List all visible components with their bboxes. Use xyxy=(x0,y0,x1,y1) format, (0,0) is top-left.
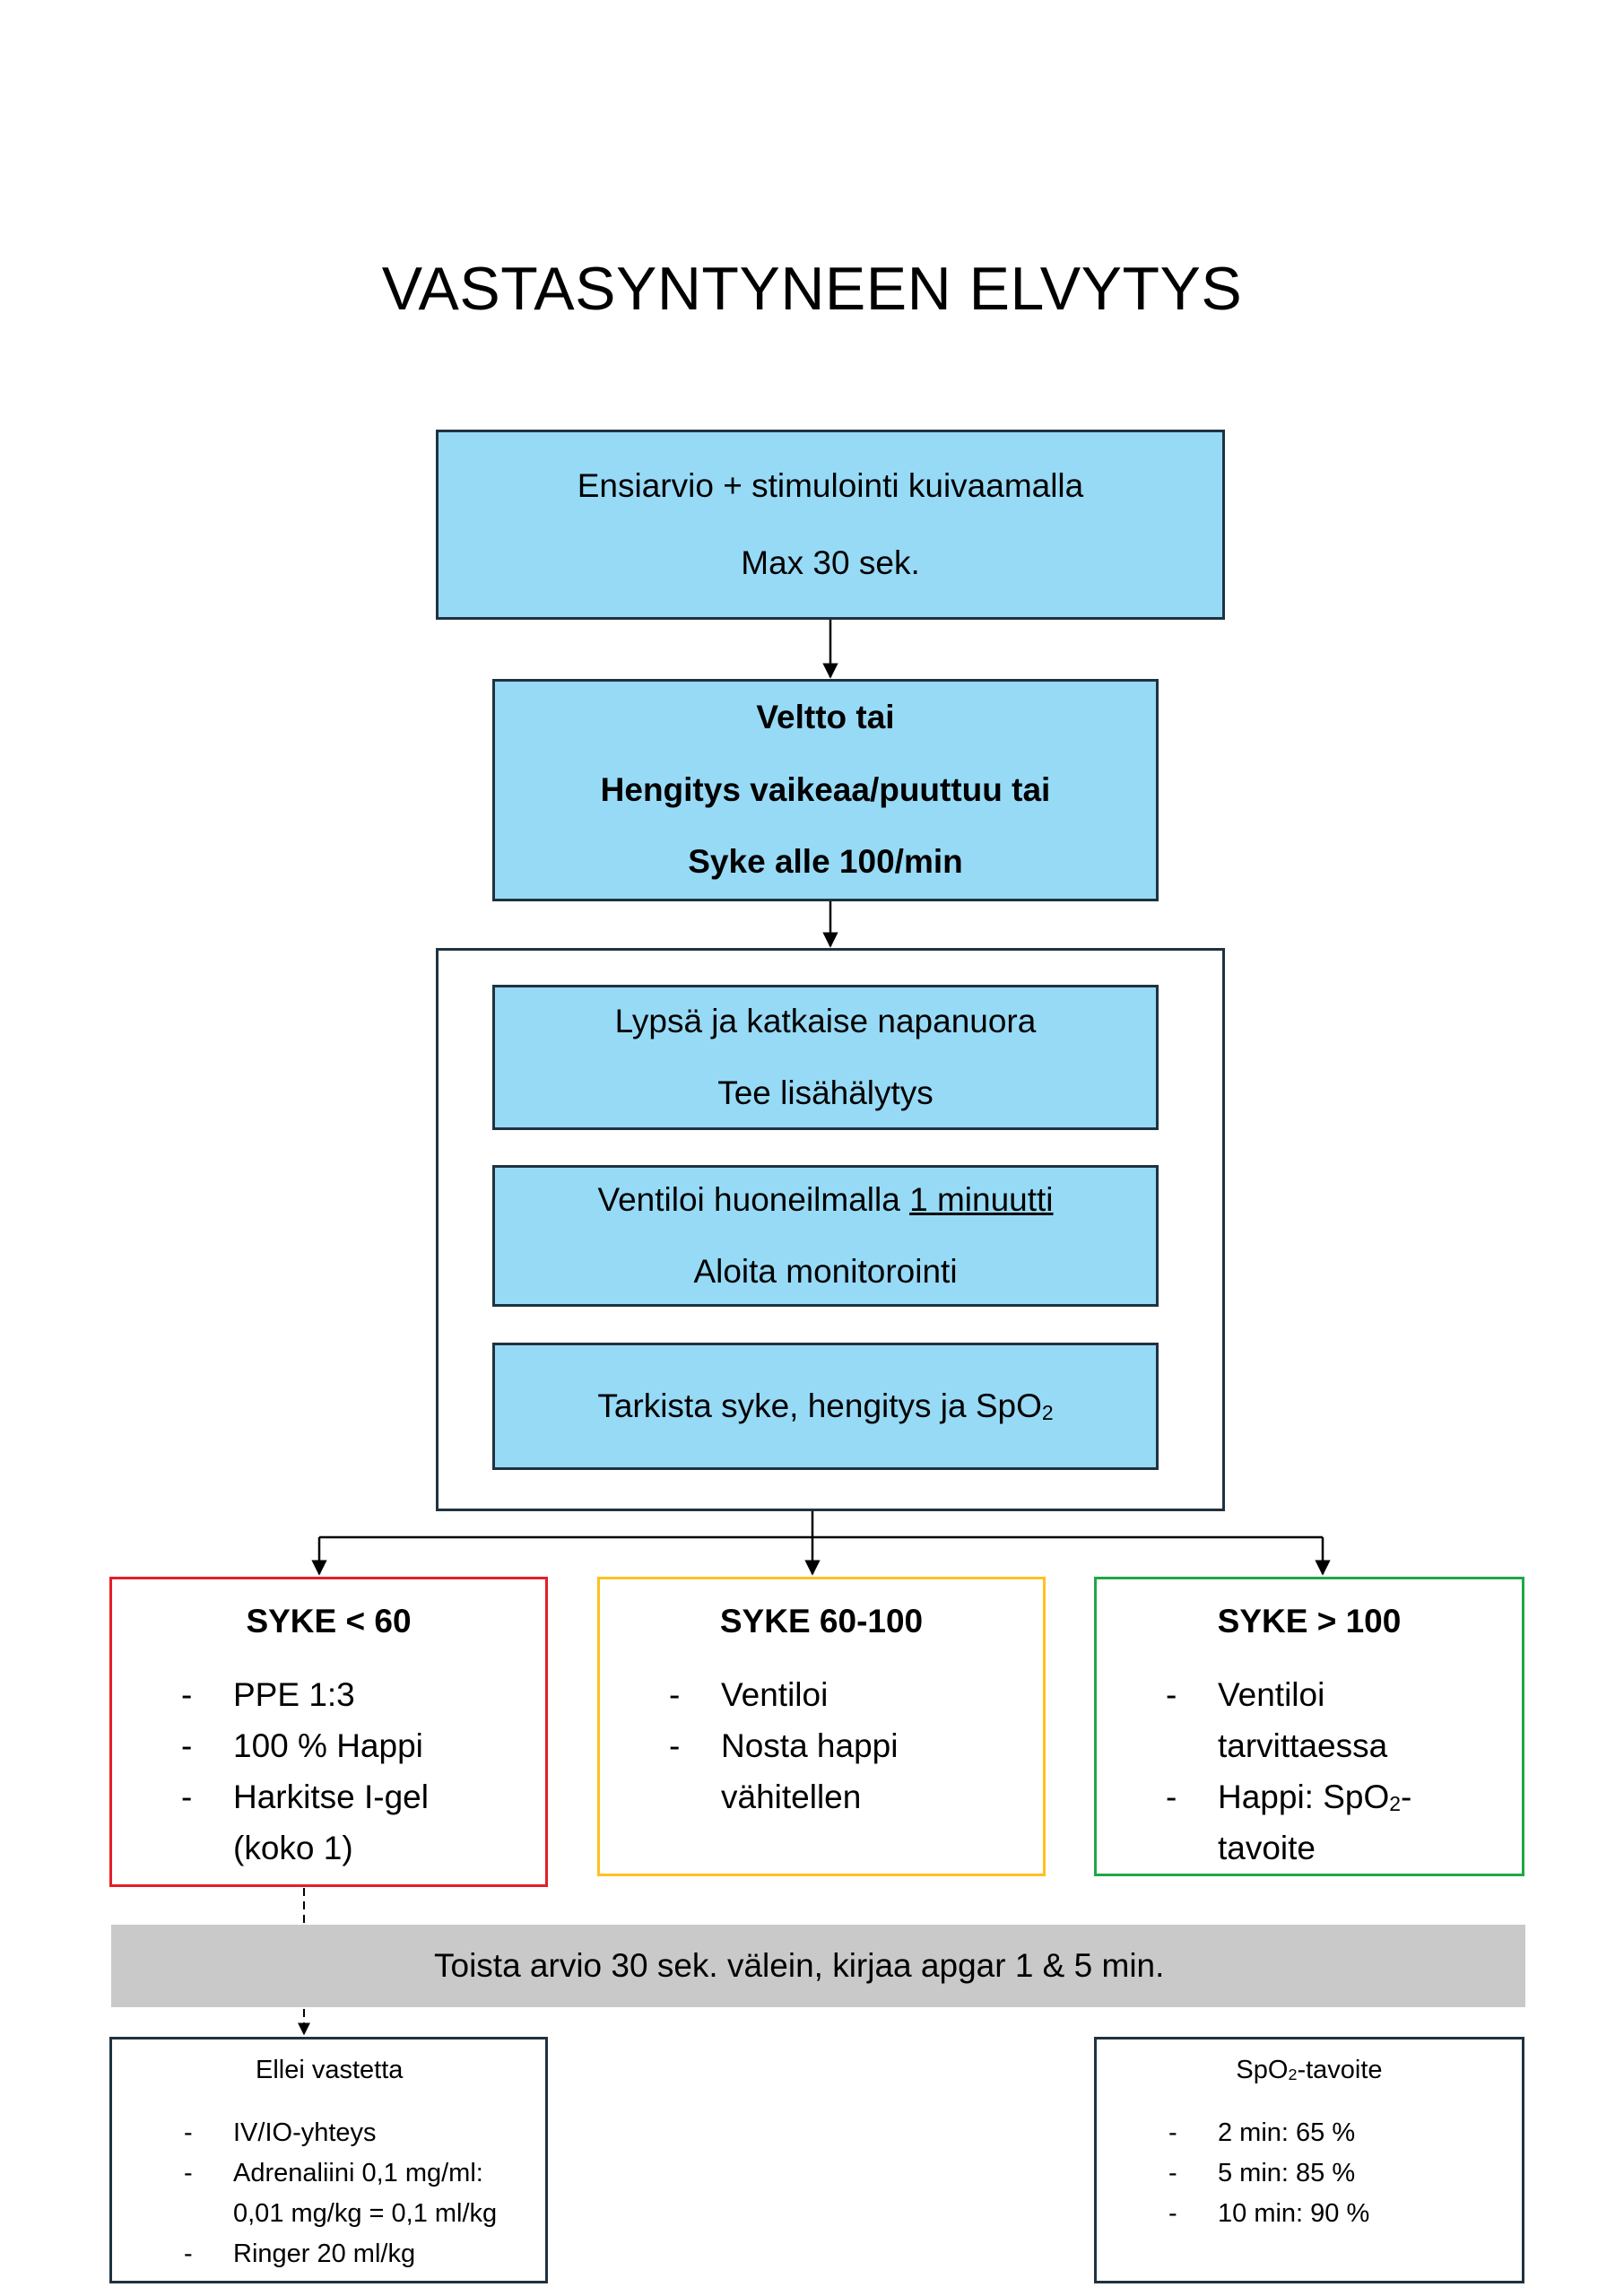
hr-high-oxygen-subscript: 2 xyxy=(1389,1791,1402,1815)
action-check: Tarkista syke, hengitys ja SpO2 xyxy=(492,1343,1159,1470)
action-ventilate-line2: Aloita monitorointi xyxy=(693,1253,958,1290)
repeat-assessment-bar: Toista arvio 30 sek. välein, kirjaa apga… xyxy=(111,1925,1525,2007)
action-cord: Lypsä ja katkaise napanuora Tee lisähäly… xyxy=(492,985,1159,1130)
hr-high-box: SYKE > 100 Ventiloi tarvittaessa - Happi… xyxy=(1094,1577,1524,1876)
hr-high-continuation: tarvittaessa xyxy=(1218,1727,1388,1764)
no-response-continuation: 0,01 mg/kg = 0,1 ml/kg xyxy=(233,2199,498,2228)
actions-frame xyxy=(436,948,1225,1511)
list-dash: - xyxy=(1166,1779,1177,1815)
no-response-list: IV/IO-yhteys Adrenaliini 0,1 mg/ml: xyxy=(112,2113,545,2194)
step-initial-line2: Max 30 sek. xyxy=(741,544,920,581)
spo2-target-heading: SpO2-tavoite xyxy=(1097,2056,1522,2085)
action-ventilate-text: Ventiloi huoneilmalla xyxy=(597,1180,910,1218)
no-response-box: Ellei vastetta IV/IO-yhteys Adrenaliini … xyxy=(109,2037,548,2283)
page-title: VASTASYNTYNEEN ELVYTYS xyxy=(381,255,1243,323)
hr-low-box: SYKE < 60 PPE 1:3 100 % Happi Harkitse I… xyxy=(109,1577,548,1887)
action-cord-line1: Lypsä ja katkaise napanuora xyxy=(614,1002,1037,1039)
hr-mid-heading: SYKE 60-100 xyxy=(719,1603,924,1639)
hr-high-heading: SYKE > 100 xyxy=(1217,1603,1402,1639)
spo2-target-list: 2 min: 65 % 5 min: 85 % 10 min: 90 % xyxy=(1097,2113,1522,2234)
list-item: Nosta happi xyxy=(600,1720,1043,1771)
spo2-heading-subscript: 2 xyxy=(1288,2066,1298,2084)
hr-high-oxygen-text: Happi: SpO2- xyxy=(1218,1771,1411,1830)
hr-mid-box: SYKE 60-100 Ventiloi Nosta happi vähitel… xyxy=(597,1577,1046,1876)
step-initial-assessment: Ensiarvio + stimulointi kuivaamalla Max … xyxy=(436,430,1225,620)
list-item: Ventiloi xyxy=(600,1669,1043,1720)
step-criteria-line2: Hengitys vaikeaa/puuttuu tai xyxy=(600,770,1051,808)
step-initial-line1: Ensiarvio + stimulointi kuivaamalla xyxy=(577,466,1084,504)
no-response-list-2: Ringer 20 ml/kg xyxy=(112,2234,545,2274)
hr-mid-list: Ventiloi Nosta happi xyxy=(600,1669,1043,1771)
action-ventilate: Ventiloi huoneilmalla 1 minuutti Aloita … xyxy=(492,1165,1159,1307)
action-ventilate-line1: Ventiloi huoneilmalla 1 minuutti xyxy=(597,1180,1053,1220)
list-item: 100 % Happi xyxy=(112,1720,545,1771)
list-item: PPE 1:3 xyxy=(112,1669,545,1720)
hr-high-list: Ventiloi xyxy=(1097,1669,1522,1720)
list-item: 10 min: 90 % xyxy=(1097,2194,1522,2234)
list-item: 2 min: 65 % xyxy=(1097,2113,1522,2153)
list-item: IV/IO-yhteys xyxy=(112,2113,545,2153)
step-criteria-line3: Syke alle 100/min xyxy=(688,843,963,881)
list-item: Ringer 20 ml/kg xyxy=(112,2234,545,2274)
hr-high-oxygen-continuation: tavoite xyxy=(1218,1830,1316,1866)
hr-low-continuation: (koko 1) xyxy=(233,1830,353,1866)
list-item: 5 min: 85 % xyxy=(1097,2153,1522,2194)
action-check-subscript: 2 xyxy=(1041,1400,1054,1424)
step-criteria: Veltto tai Hengitys vaikeaa/puuttuu tai … xyxy=(492,679,1159,901)
spo2-heading-prefix: SpO xyxy=(1236,2056,1289,2084)
list-item: Adrenaliini 0,1 mg/ml: xyxy=(112,2153,545,2194)
no-response-heading: Ellei vastetta xyxy=(256,2056,404,2084)
spo2-target-box: SpO2-tavoite 2 min: 65 % 5 min: 85 % 10 … xyxy=(1094,2037,1524,2283)
action-check-text: Tarkista syke, hengitys ja SpO xyxy=(597,1387,1042,1424)
action-check-line: Tarkista syke, hengitys ja SpO2 xyxy=(597,1387,1053,1426)
list-item: Harkitse I-gel xyxy=(112,1771,545,1822)
hr-low-list: PPE 1:3 100 % Happi Harkitse I-gel xyxy=(112,1669,545,1822)
hr-mid-continuation: vähitellen xyxy=(721,1779,862,1815)
spo2-heading-suffix: -tavoite xyxy=(1297,2056,1383,2084)
step-criteria-line1: Veltto tai xyxy=(756,699,895,736)
hr-high-oxygen-hyphen: - xyxy=(1401,1779,1412,1815)
action-ventilate-duration: 1 minuutti xyxy=(909,1180,1054,1218)
hr-high-oxygen-label: Happi: SpO xyxy=(1218,1779,1390,1815)
action-cord-line2: Tee lisähälytys xyxy=(717,1074,934,1111)
hr-low-heading: SYKE < 60 xyxy=(246,1603,412,1639)
list-item: Ventiloi xyxy=(1097,1669,1522,1720)
